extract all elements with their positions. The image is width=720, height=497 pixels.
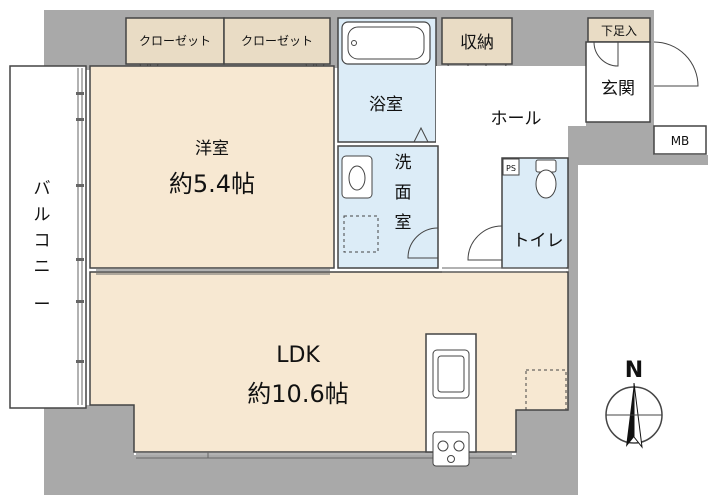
entrance-label: 玄関 (601, 79, 635, 99)
balcony-label-3: コ (34, 231, 51, 251)
washroom-label-1: 洗 (395, 153, 412, 173)
closet-left (125, 17, 225, 65)
ldk-size: 約10.6帖 (247, 380, 348, 408)
washroom-label-2: 面 (395, 183, 412, 203)
washroom-label-3: 室 (395, 213, 412, 233)
kitchen-counter (425, 333, 477, 467)
ldk-label: LDK (276, 343, 320, 368)
western-room-label: 洋室 (195, 139, 229, 159)
closets: クローゼット クローゼット (125, 17, 331, 80)
western-room-size: 約5.4帖 (169, 170, 255, 198)
balcony-label-1: バ (34, 179, 51, 199)
stove (432, 431, 470, 467)
ldk-floor (89, 271, 569, 453)
hall-label: ホール (491, 109, 542, 129)
washing-machine-space (343, 215, 379, 253)
balcony-floor (9, 65, 87, 409)
storage: 収納 (441, 17, 513, 85)
toilet-floor (501, 157, 569, 269)
wall-left-upper (44, 10, 90, 70)
wall-bottom-left (44, 405, 134, 495)
compass: N (605, 358, 663, 449)
bathroom: 浴室 (337, 17, 437, 143)
western-room: 洋室 約5.4帖 (89, 65, 335, 269)
balcony-label-4: ニ (34, 257, 51, 277)
meter-box: MB (653, 125, 707, 155)
fridge-space (525, 369, 567, 411)
shoe-storage-label: 下足入 (601, 24, 637, 38)
compass-north-label: N (625, 358, 643, 383)
balcony-label-2: ル (34, 205, 51, 225)
storage-label: 収納 (460, 33, 494, 53)
ldk: LDK 約10.6帖 (89, 267, 569, 459)
closet-right (223, 17, 331, 65)
toilet-room: PS トイレ (467, 157, 569, 269)
toilet-bowl (535, 169, 557, 199)
closet-right-label: クローゼット (241, 34, 313, 48)
wall-right-lower (568, 165, 578, 465)
wall-right-step (568, 155, 708, 165)
closet-left-label: クローゼット (139, 34, 211, 48)
western-room-floor (89, 65, 335, 269)
balcony-label-5: ー (34, 295, 51, 315)
entrance-area: 下足入 玄関 (585, 17, 699, 123)
mb-label: MB (671, 134, 690, 148)
mb-box (653, 125, 707, 155)
ps-label: PS (506, 164, 516, 173)
balcony: バ ル コ ニ ー (9, 65, 87, 409)
bathroom-label: 浴室 (369, 95, 403, 115)
storage-area (441, 17, 513, 65)
toilet-label: トイレ (513, 231, 564, 251)
washroom: 洗 面 室 (337, 145, 439, 269)
ps-box (502, 158, 520, 176)
